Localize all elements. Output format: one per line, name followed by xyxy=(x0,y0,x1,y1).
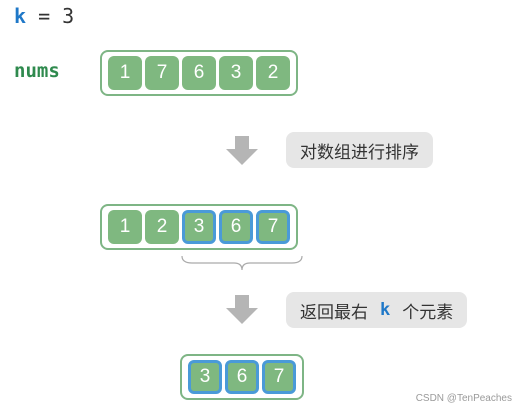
k-assignment: k = 3 xyxy=(14,2,74,30)
array-cell-highlighted: 6 xyxy=(225,360,259,394)
array-cell: 3 xyxy=(219,56,253,90)
array-sorted: 1 2 3 6 7 xyxy=(100,204,298,250)
watermark: CSDN @TenPeaches xyxy=(415,393,512,404)
array-cell-highlighted: 3 xyxy=(182,210,216,244)
array-cell: 1 xyxy=(108,210,142,244)
array-cell: 2 xyxy=(145,210,179,244)
step-sort-label: 对数组进行排序 xyxy=(286,132,433,168)
array-cell-highlighted: 6 xyxy=(219,210,253,244)
array-original: 1 7 6 3 2 xyxy=(100,50,298,96)
array-cell: 7 xyxy=(145,56,179,90)
array-cell: 6 xyxy=(182,56,216,90)
nums-label: nums xyxy=(14,60,60,82)
down-arrow-icon xyxy=(226,136,258,165)
array-cell: 2 xyxy=(256,56,290,90)
curly-brace-icon xyxy=(181,255,303,271)
k-variable: k xyxy=(14,4,27,28)
array-cell: 1 xyxy=(108,56,142,90)
step-return-label: 返回最右 k 个元素 xyxy=(286,292,468,328)
step-return-prefix: 返回最右 xyxy=(300,302,368,323)
equals-sign: = xyxy=(26,4,63,28)
array-cell-highlighted: 7 xyxy=(262,360,296,394)
k-value: 3 xyxy=(62,4,75,28)
array-cell-highlighted: 7 xyxy=(256,210,290,244)
down-arrow-icon xyxy=(226,295,258,324)
step-return-k: k xyxy=(380,300,391,320)
step-return-suffix: 个元素 xyxy=(402,302,454,323)
array-cell-highlighted: 3 xyxy=(188,360,222,394)
array-result: 3 6 7 xyxy=(180,354,304,400)
